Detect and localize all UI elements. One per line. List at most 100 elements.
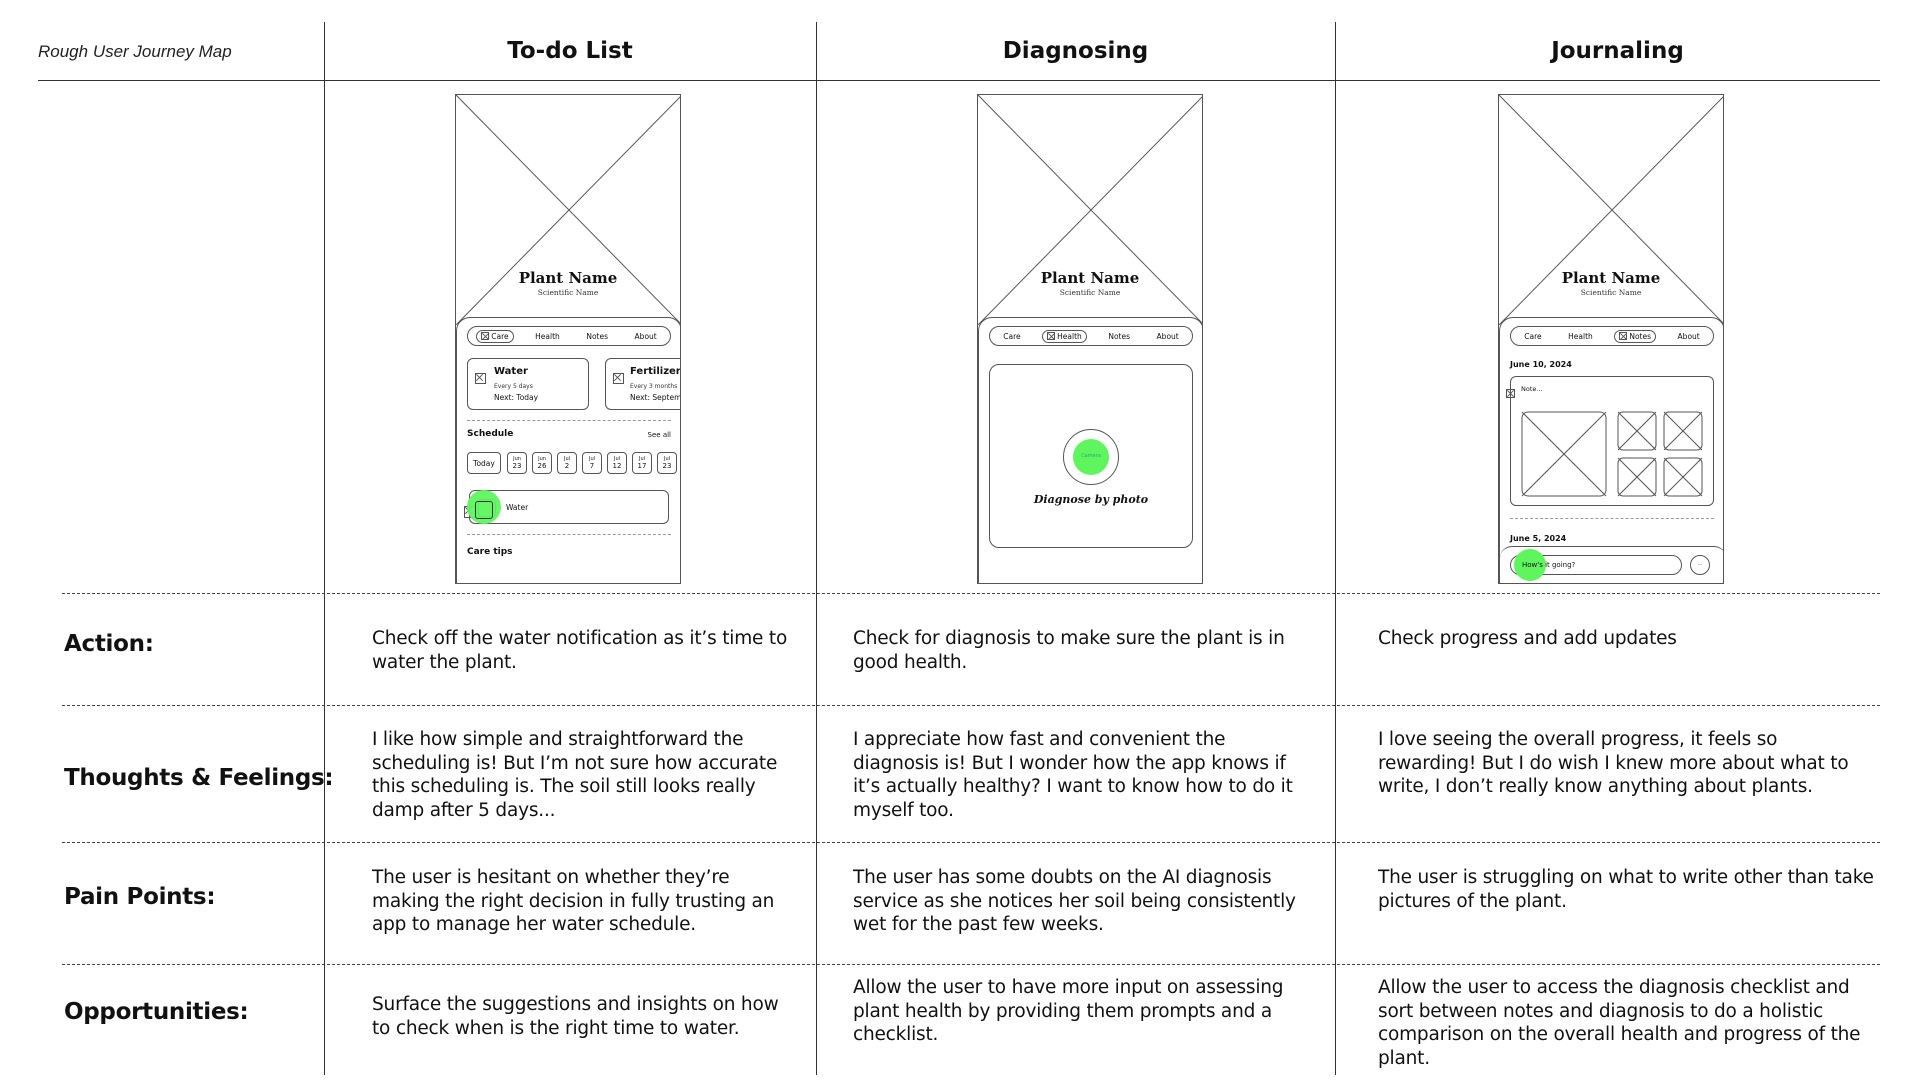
date-month: Jul (663, 456, 671, 462)
edit-icon[interactable] (1506, 389, 1515, 398)
row-label-thoughts: Thoughts & Feelings: (64, 765, 334, 791)
placeholder-icon (1047, 331, 1056, 340)
map-title: Rough User Journey Map (38, 42, 232, 61)
tab-notes[interactable]: Notes (1108, 331, 1131, 341)
cell-thoughts-todo: I like how simple and straightforward th… (372, 729, 778, 821)
input-placeholder: How's it going? (1522, 561, 1576, 569)
tab-care[interactable]: Care (476, 329, 514, 343)
placeholder-icon (1619, 331, 1628, 340)
cell-pain-journaling: The user is struggling on what to write … (1378, 867, 1874, 912)
tab-about[interactable]: About (634, 331, 657, 341)
tab-about[interactable]: About (1156, 331, 1179, 341)
tab-care[interactable]: Care (1003, 331, 1021, 341)
card-title: Water (494, 366, 528, 377)
entry-date: June 5, 2024 (1510, 534, 1567, 543)
tab-notes[interactable]: Notes (1614, 329, 1657, 343)
date-day: 23 (662, 462, 672, 470)
tab-health[interactable]: Health (1568, 331, 1593, 341)
tab-health[interactable]: Health (1042, 329, 1087, 343)
scientific-name: Scientific Name (537, 288, 599, 297)
entry-date: June 10, 2024 (1510, 360, 1572, 369)
date-day: 26 (537, 462, 547, 470)
date-day: 2 (564, 462, 570, 470)
date-day: 12 (612, 462, 622, 470)
date-month: Jul (563, 456, 571, 462)
tab-bar: Care Health Notes About (467, 326, 671, 346)
column-divider (1335, 22, 1336, 1075)
row-divider (62, 842, 1880, 843)
cell-pain-todo: The user is hesitant on whether they’re … (372, 867, 775, 935)
date-month: Jul (638, 456, 646, 462)
row-label-opportunities: Opportunities: (64, 999, 249, 1025)
camera-button[interactable] (1063, 429, 1119, 485)
task-label: Water (506, 503, 529, 512)
journal-entry-card[interactable]: Note... (1506, 376, 1714, 506)
plant-name: Plant Name (518, 269, 618, 287)
date-month: Jun (513, 456, 521, 462)
tab-bar: Care Health Notes About (1510, 326, 1714, 346)
journal-input[interactable] (1510, 555, 1682, 575)
cell-pain-diagnosing: The user has some doubts on the AI diagn… (853, 867, 1296, 935)
detail-sheet: Care Health Notes About June 10, 2024 No… (1499, 317, 1723, 583)
date-today[interactable]: Today (467, 452, 501, 474)
date-day: 17 (637, 462, 647, 470)
tab-label: Health (1057, 331, 1082, 341)
see-all-link[interactable]: See all (647, 431, 671, 439)
cell-opportunity-todo: Surface the suggestions and insights on … (372, 994, 779, 1039)
camera-label: Camera (1081, 453, 1101, 459)
tab-notes[interactable]: Notes (586, 331, 609, 341)
cell-action-journaling: Check progress and add updates (1378, 628, 1677, 649)
detail-sheet: Care Health Notes About Water Every 5 da… (456, 317, 681, 583)
cell-thoughts-journaling: I love seeing the overall progress, it f… (1378, 729, 1849, 797)
tab-care[interactable]: Care (1524, 331, 1542, 341)
tab-about[interactable]: About (1677, 331, 1700, 341)
task-checkbox-outline (475, 501, 493, 519)
divider (467, 420, 671, 421)
image-placeholder-icon (978, 95, 1202, 325)
date-day: 23 (512, 462, 522, 470)
touch-indicator (1514, 549, 1546, 581)
column-divider (324, 22, 325, 1075)
send-button[interactable]: ··· (1690, 555, 1710, 575)
detail-sheet: Care Health Notes About Camera Diagnose … (978, 317, 1202, 583)
column-header-journaling: Journaling (1551, 38, 1684, 64)
photo-diagnose-card[interactable]: Camera Diagnose by photo (989, 364, 1193, 548)
scientific-name: Scientific Name (1059, 288, 1121, 297)
column-header-todo: To-do List (507, 38, 633, 64)
care-tips-label: Care tips (467, 547, 513, 557)
row-divider (62, 593, 1880, 594)
scientific-name: Scientific Name (1580, 288, 1642, 297)
cell-action-todo: Check off the water notification as it’s… (372, 628, 788, 673)
water-card[interactable]: Water Every 5 days Next: Today (467, 358, 589, 410)
card-frequency: Every 3 months (630, 383, 678, 390)
date-month: Jul (588, 456, 596, 462)
tab-label: Care (491, 331, 509, 341)
fertilizer-card[interactable]: Fertilizer Every 3 months Next: Septem (605, 358, 681, 410)
wireframe-diagnosing: Plant Name Scientific Name Care Health N… (977, 94, 1203, 584)
row-divider (62, 964, 1880, 965)
wireframe-journaling: Plant Name Scientific Name Care Health N… (1498, 94, 1724, 584)
date-month: Jul (613, 456, 621, 462)
tab-label: Notes (1629, 331, 1652, 341)
schedule-label: Schedule (467, 429, 514, 439)
tab-health[interactable]: Health (535, 331, 560, 341)
row-label-action: Action: (64, 631, 154, 657)
compose-bar: How's it going? ··· (1500, 546, 1723, 583)
placeholder-icon (475, 373, 486, 384)
plant-name: Plant Name (1561, 269, 1661, 287)
placeholder-icon (481, 331, 490, 340)
column-header-diagnosing: Diagnosing (1002, 38, 1149, 64)
image-placeholder-icon (456, 95, 680, 325)
cell-action-diagnosing: Check for diagnosis to make sure the pla… (853, 628, 1285, 673)
card-title: Fertilizer (630, 366, 681, 377)
date-day: 7 (589, 462, 595, 470)
